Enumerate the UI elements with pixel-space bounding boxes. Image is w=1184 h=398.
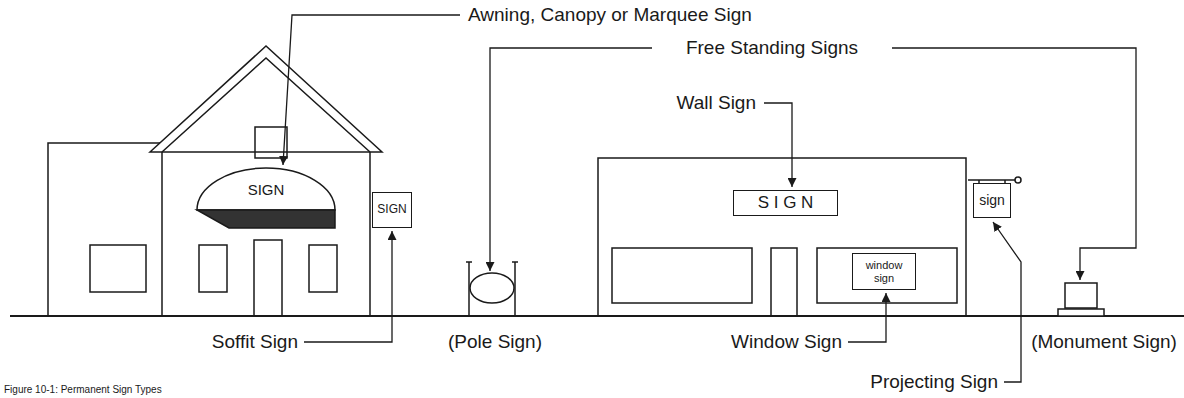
soffit-sign: SIGN [372, 192, 412, 228]
sign-type-label: Window Sign [731, 331, 842, 353]
wall-sign: S I G N [733, 190, 838, 216]
awning-valance [197, 210, 335, 228]
store-building [598, 158, 966, 316]
pole-sign-oval [470, 273, 514, 303]
leader-line [764, 103, 792, 187]
sign-type-label: Projecting Sign [870, 371, 998, 393]
sign-type-label: Wall Sign [676, 92, 756, 114]
window-frame [90, 245, 146, 292]
roof-outer [150, 46, 382, 152]
sign-type-label: Free Standing Signs [686, 37, 858, 59]
bracket-end [1015, 177, 1021, 183]
door [254, 240, 282, 316]
leader-line [892, 48, 1136, 280]
store-window [817, 248, 957, 303]
sign-bracket [968, 179, 1015, 181]
door [771, 248, 797, 316]
sign-type-label: Awning, Canopy or Marquee Sign [468, 4, 752, 26]
house-wall [162, 152, 370, 316]
leader-line [490, 48, 652, 271]
sign-text: sign [979, 192, 1005, 208]
pole-cap [512, 261, 518, 263]
store-window [612, 248, 752, 303]
sign-text: S I G N [758, 193, 814, 213]
sign-type-label: (Monument Sign) [1031, 331, 1177, 353]
awning-canopy [197, 168, 335, 210]
projecting-sign: sign [973, 183, 1011, 218]
window-sign: window sign [852, 253, 916, 290]
gable-window [255, 127, 287, 158]
window-frame [199, 245, 227, 292]
sign-type-label: (Pole Sign) [448, 331, 542, 353]
roof-inner [162, 58, 370, 152]
house-wing [48, 143, 160, 316]
monument-base [1058, 309, 1104, 316]
ground-line [10, 315, 1184, 317]
pole-cap [466, 261, 472, 263]
leader-line [283, 15, 460, 165]
sign-text: SIGN [377, 203, 406, 217]
window-frame [309, 245, 337, 292]
sign-text: SIGN [197, 181, 335, 198]
sign-type-label: Soffit Sign [212, 331, 298, 353]
leader-line [993, 222, 1021, 382]
awning-sign: SIGN [197, 166, 335, 228]
monument-sign [1065, 283, 1097, 308]
sign-text: window sign [862, 259, 906, 284]
leader-line [304, 231, 392, 342]
leader-line [848, 293, 886, 342]
figure-caption: Figure 10-1: Permanent Sign Types [4, 384, 162, 396]
